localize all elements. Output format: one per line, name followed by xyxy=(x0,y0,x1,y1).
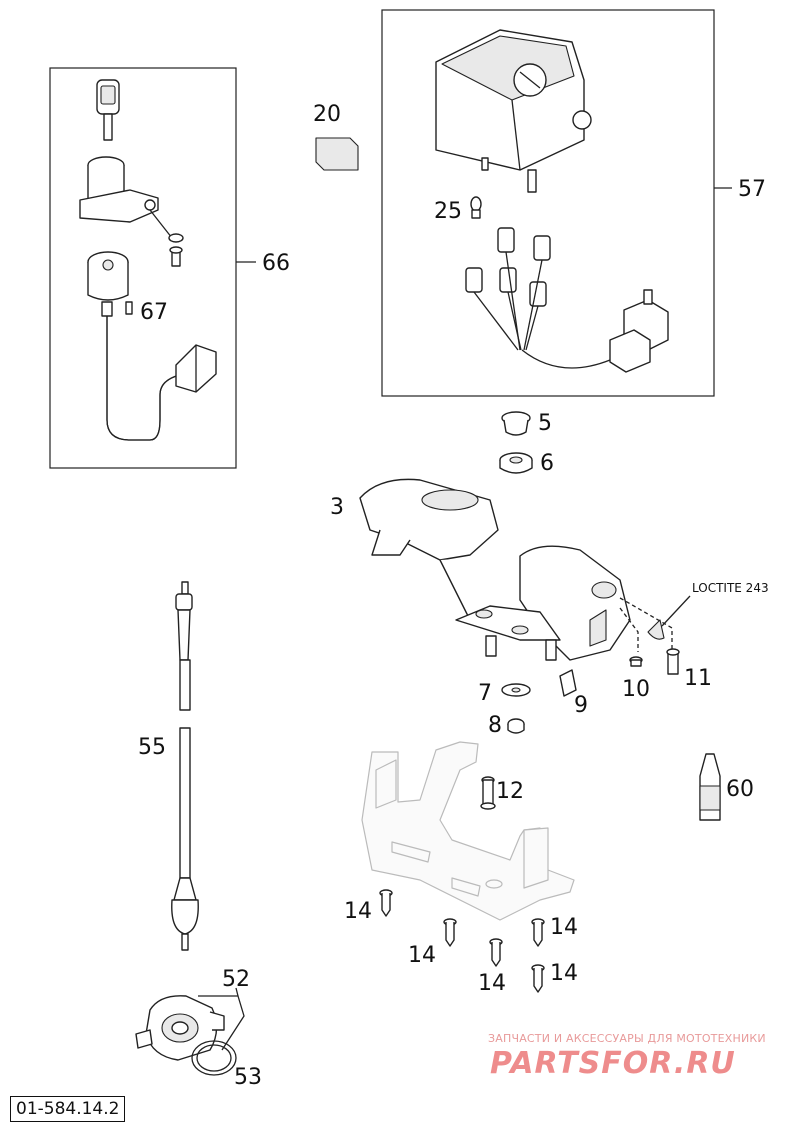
callout-67: 67 xyxy=(140,300,168,325)
callout-3: 3 xyxy=(330,495,344,520)
callout-8: 8 xyxy=(488,713,502,738)
bulb-25 xyxy=(470,196,482,219)
callout-25: 25 xyxy=(434,199,462,224)
clip-nut-9 xyxy=(559,669,577,697)
watermark-tagline: ЗАПЧАСТИ И АКСЕССУАРЫ ДЛЯ МОТОТЕХНИКИ xyxy=(488,1032,766,1045)
ignition-key xyxy=(96,79,120,141)
loctite-bottle-60 xyxy=(699,753,721,821)
nut-8 xyxy=(507,718,525,734)
speedometer-unit xyxy=(435,29,592,193)
bulb-harness xyxy=(465,227,631,369)
watermark-logo: PARTSFOR.RU xyxy=(490,1046,736,1081)
callout-14-c: 14 xyxy=(550,915,578,940)
harness-connector xyxy=(609,289,669,373)
small-screw-67 xyxy=(125,301,133,315)
ignition-cable xyxy=(106,316,181,441)
screw-10 xyxy=(629,656,643,667)
speedo-cable-55 xyxy=(171,581,199,951)
speedo-drive-52 xyxy=(135,995,225,1061)
washer xyxy=(168,233,184,243)
callout-60: 60 xyxy=(726,777,754,802)
screw-14-e xyxy=(531,964,545,993)
speedometer-group-frame xyxy=(381,9,715,397)
callout-57: 57 xyxy=(738,177,766,202)
callout-66: 66 xyxy=(262,251,290,276)
screw-14-b xyxy=(443,918,457,947)
screw-12 xyxy=(480,776,496,810)
screw-14-d xyxy=(489,938,503,967)
switch-body xyxy=(87,251,129,317)
screw-14-c xyxy=(531,918,545,947)
loctite-drop xyxy=(647,619,665,640)
callout-6: 6 xyxy=(540,451,554,476)
bushing-5 xyxy=(501,411,531,436)
ignition-group xyxy=(49,67,237,469)
callout-14-e: 14 xyxy=(550,961,578,986)
callout-5: 5 xyxy=(538,411,552,436)
screw-11 xyxy=(666,648,680,675)
callout-7: 7 xyxy=(478,681,492,706)
circlip-53 xyxy=(191,1040,237,1076)
screw xyxy=(169,246,183,267)
rubber-pad-20 xyxy=(315,137,359,171)
screw-14-a xyxy=(379,889,393,917)
callout-12: 12 xyxy=(496,779,524,804)
drawing-code: 01-584.14.2 xyxy=(10,1096,126,1122)
lower-bracket xyxy=(361,741,575,921)
callout-52: 52 xyxy=(222,967,250,992)
washer-7 xyxy=(501,683,531,697)
callout-9: 9 xyxy=(574,693,588,718)
callout-53: 53 xyxy=(234,1065,262,1090)
lock-housing xyxy=(79,156,173,239)
callout-10: 10 xyxy=(622,677,650,702)
callout-14-b: 14 xyxy=(408,943,436,968)
instrument-bracket-3 xyxy=(359,478,631,661)
grommet-6 xyxy=(499,452,533,474)
speedometer-group xyxy=(381,9,715,397)
callout-11: 11 xyxy=(684,666,712,691)
callout-20: 20 xyxy=(313,102,341,127)
loctite-note: LOCTITE 243 xyxy=(692,581,769,595)
callout-14-d: 14 xyxy=(478,971,506,996)
ignition-group-frame xyxy=(49,67,237,469)
callout-14-a: 14 xyxy=(344,899,372,924)
ignition-connector xyxy=(175,344,217,393)
callout-55: 55 xyxy=(138,735,166,760)
